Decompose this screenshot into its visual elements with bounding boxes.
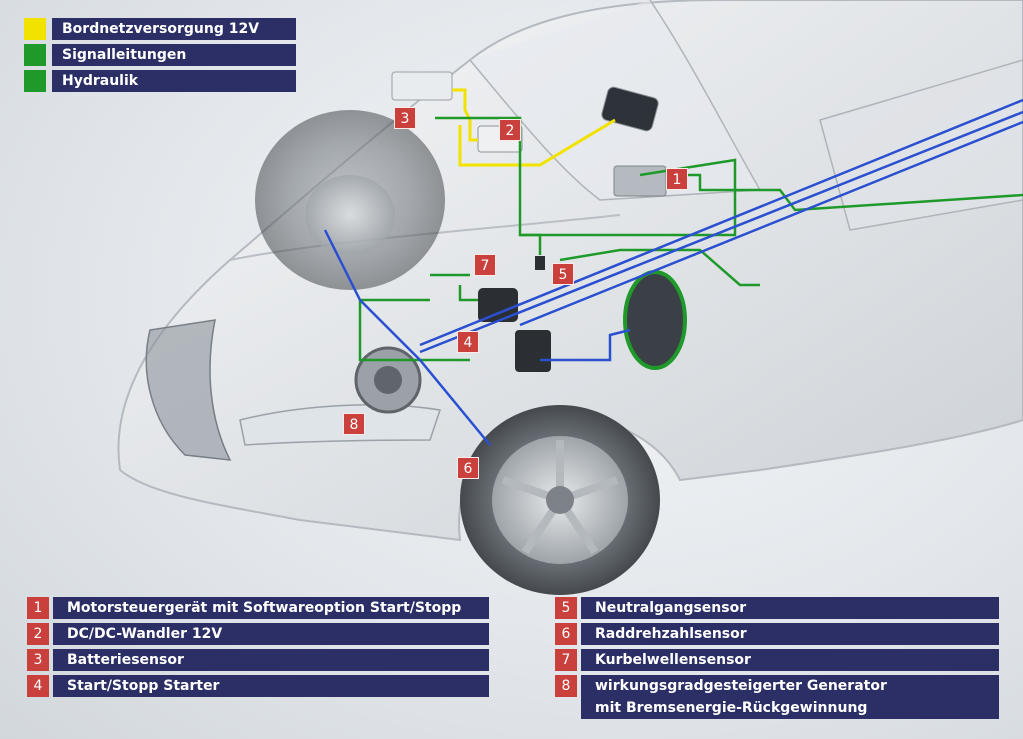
wheel-hub [546,486,574,514]
legend-item-hydraulic: Hydraulik [24,70,296,92]
part-number: 3 [27,649,49,671]
part-label: Kurbelwellensensor [581,649,999,671]
legend-item-signal: Signalleitungen [24,44,296,66]
headlight [239,404,441,446]
generator-pulley [374,366,402,394]
front-grille [145,319,232,461]
parts-list-right: 5 Neutralgangsensor 6 Raddrehzahlsensor … [555,597,999,723]
spare-rim [305,175,395,255]
part-number: 7 [555,649,577,671]
brake-booster-component [623,270,687,370]
callout-3: 3 [394,107,416,129]
abs-unit-component [515,330,551,372]
part-row-7: 7 Kurbelwellensensor [555,649,999,671]
legend-label: Bordnetzversorgung 12V [52,18,296,40]
callout-1: 1 [666,168,688,190]
legend-label: Signalleitungen [52,44,296,66]
callout-2: 2 [499,119,521,141]
battery-component [391,71,453,101]
part-label: DC/DC-Wandler 12V [53,623,489,645]
part-number: 5 [555,597,577,619]
callout-8: 8 [343,413,365,435]
callout-6: 6 [457,457,479,479]
part-number: 2 [27,623,49,645]
signal-lines [358,116,1023,362]
part-label: wirkungsgradgesteigerter Generator mit B… [581,675,999,719]
legend-swatch-signal [24,44,46,66]
display-component [601,86,659,132]
part-number: 8 [555,675,577,697]
part-label: Start/Stopp Starter [53,675,489,697]
part-row-4: 4 Start/Stopp Starter [27,675,489,697]
hydraulic-lines [323,98,1023,446]
legend-label: Hydraulik [52,70,296,92]
part-row-8: 8 wirkungsgradgesteigerter Generator mit… [555,675,999,719]
power-lines [452,88,616,167]
callout-7: 7 [474,254,496,276]
legend-swatch-hydraulic [24,70,46,92]
part-label: Neutralgangsensor [581,597,999,619]
parts-list-left: 1 Motorsteuergerät mit Softwareoption St… [27,597,489,701]
part-row-6: 6 Raddrehzahlsensor [555,623,999,645]
part-number: 4 [27,675,49,697]
part-label: Motorsteuergerät mit Softwareoption Star… [53,597,489,619]
part-number: 6 [555,623,577,645]
legend-item-power: Bordnetzversorgung 12V [24,18,296,40]
part-number: 1 [27,597,49,619]
callout-4: 4 [457,331,479,353]
side-window [819,59,1023,231]
part-label: Raddrehzahlsensor [581,623,999,645]
callout-5: 5 [552,263,574,285]
part-label: Batteriesensor [53,649,489,671]
starter-component [478,288,518,322]
legend-swatch-power [24,18,46,40]
ecu-component [613,165,667,197]
part-row-1: 1 Motorsteuergerät mit Softwareoption St… [27,597,489,619]
part-row-5: 5 Neutralgangsensor [555,597,999,619]
sensor-component [535,256,545,270]
part-row-2: 2 DC/DC-Wandler 12V [27,623,489,645]
part-row-3: 3 Batteriesensor [27,649,489,671]
wire-legend: Bordnetzversorgung 12V Signalleitungen H… [24,18,296,96]
